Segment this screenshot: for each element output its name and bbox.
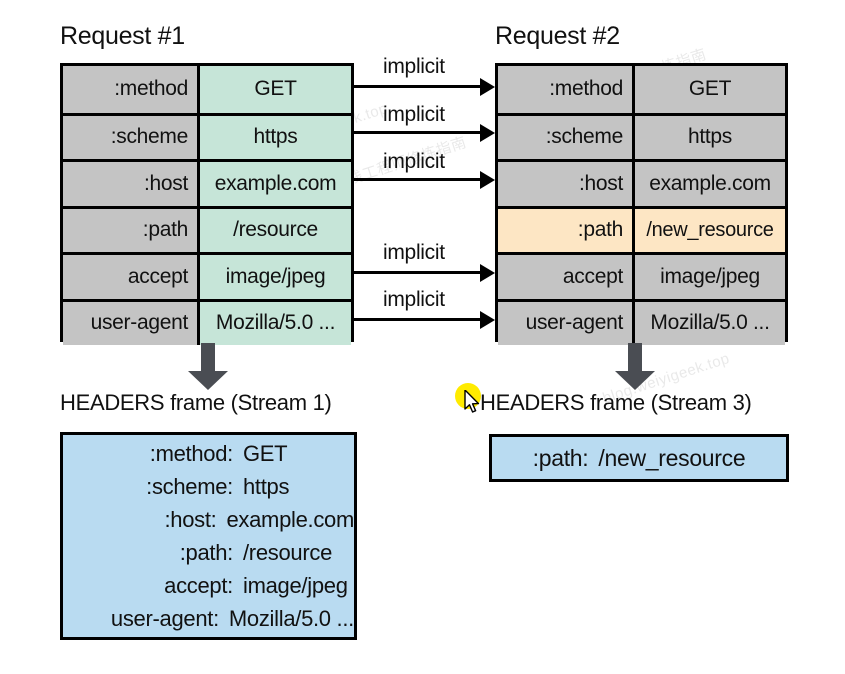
implicit-arrow-line: [354, 178, 480, 181]
header-value: example.com: [226, 506, 354, 532]
table-row[interactable]: :method GET: [63, 66, 351, 113]
table-row[interactable]: :method GET: [498, 66, 785, 113]
header-value-cell: example.com: [635, 162, 785, 206]
header-value-cell: GET: [635, 66, 785, 113]
list-item: :scheme: https: [63, 470, 354, 503]
header-name: accept:: [164, 572, 233, 598]
request2-title: Request #2: [495, 22, 620, 50]
implicit-label: implicit: [383, 103, 445, 126]
table-row[interactable]: accept image/jpeg: [498, 252, 785, 299]
implicit-arrow-line: [354, 271, 480, 274]
header-value-cell: Mozilla/5.0 ...: [635, 301, 785, 345]
header-value: https: [243, 473, 290, 499]
header-value: Mozilla/5.0 ...: [228, 605, 354, 631]
frame2-headers-box: :path: /new_resource: [489, 434, 789, 482]
header-name-cell: :host: [498, 162, 635, 206]
frame2-title: HEADERS frame (Stream 3): [480, 390, 752, 415]
header-value-cell: /new_resource: [635, 208, 785, 252]
table-row-highlighted[interactable]: :path /new_resource: [498, 205, 785, 252]
header-value: /new_resource: [598, 444, 746, 471]
request1-title: Request #1: [60, 22, 185, 50]
mouse-cursor-icon: [464, 389, 482, 414]
implicit-arrow-line: [354, 131, 480, 134]
table-row[interactable]: :scheme https: [63, 112, 351, 159]
implicit-label: implicit: [383, 55, 445, 78]
header-value-cell: GET: [200, 66, 351, 113]
implicit-arrow-line: [354, 85, 480, 88]
table-row[interactable]: user-agent Mozilla/5.0 ...: [63, 298, 351, 345]
header-value: GET: [243, 440, 288, 466]
header-value-cell: /resource: [200, 208, 351, 252]
header-value-cell: https: [200, 115, 351, 159]
frame1-headers-box: :method: GET :scheme: https :host: examp…: [60, 432, 357, 640]
table-row[interactable]: :path /resource: [63, 205, 351, 252]
down-arrow-icon-stream1: [186, 343, 230, 391]
table-row[interactable]: :scheme https: [498, 112, 785, 159]
implicit-arrow-head: [480, 310, 495, 329]
header-value-cell: image/jpeg: [200, 255, 351, 299]
implicit-label: implicit: [383, 150, 445, 173]
frame1-header-list: :method: GET :scheme: https :host: examp…: [63, 435, 354, 637]
implicit-arrow-head: [480, 263, 495, 282]
list-item: :path: /new_resource: [492, 442, 786, 475]
header-name-cell: :method: [498, 66, 635, 113]
header-value: image/jpeg: [243, 572, 348, 598]
header-name-cell: :scheme: [63, 115, 200, 159]
list-item: user-agent: Mozilla/5.0 ...: [63, 602, 354, 635]
table-row[interactable]: user-agent Mozilla/5.0 ...: [498, 298, 785, 345]
header-name-cell: :path: [63, 208, 200, 252]
frame1-title: HEADERS frame (Stream 1): [60, 390, 332, 415]
table-row[interactable]: :host example.com: [63, 159, 351, 206]
header-value-cell: Mozilla/5.0 ...: [200, 301, 351, 345]
header-value-cell: example.com: [200, 162, 351, 206]
header-name: :scheme:: [146, 473, 233, 499]
header-name-cell: user-agent: [63, 301, 200, 345]
list-item: :path: /resource: [63, 536, 354, 569]
header-name-cell: accept: [498, 255, 635, 299]
table-row[interactable]: :host example.com: [498, 159, 785, 206]
implicit-label: implicit: [383, 288, 445, 311]
header-name-cell: :scheme: [498, 115, 635, 159]
header-value: /resource: [243, 539, 333, 565]
list-item: :host: example.com: [63, 503, 354, 536]
header-name: :method:: [149, 440, 234, 466]
request1-header-table: :method GET :scheme https :host example.…: [60, 63, 354, 345]
frame2-header-list: :path: /new_resource: [492, 437, 786, 479]
implicit-arrow-head: [480, 170, 495, 189]
header-value-cell: image/jpeg: [635, 255, 785, 299]
implicit-arrow-line: [354, 318, 480, 321]
list-item: accept: image/jpeg: [63, 569, 354, 602]
request2-header-table: :method GET :scheme https :host example.…: [495, 63, 788, 345]
header-name-cell: :host: [63, 162, 200, 206]
header-name: :path:: [532, 444, 589, 471]
down-arrow-icon-stream3: [613, 343, 657, 391]
header-name-cell: :path: [498, 208, 635, 252]
list-item: :method: GET: [63, 437, 354, 470]
implicit-label: implicit: [383, 241, 445, 264]
header-name-cell: accept: [63, 255, 200, 299]
header-name: :path:: [179, 539, 234, 565]
header-name-cell: :method: [63, 66, 200, 113]
implicit-arrow-head: [480, 77, 495, 96]
header-name-cell: user-agent: [498, 301, 635, 345]
header-value-cell: https: [635, 115, 785, 159]
header-name: user-agent:: [110, 605, 219, 631]
header-name: :host:: [164, 506, 217, 532]
table-row[interactable]: accept image/jpeg: [63, 252, 351, 299]
implicit-arrow-head: [480, 123, 495, 142]
